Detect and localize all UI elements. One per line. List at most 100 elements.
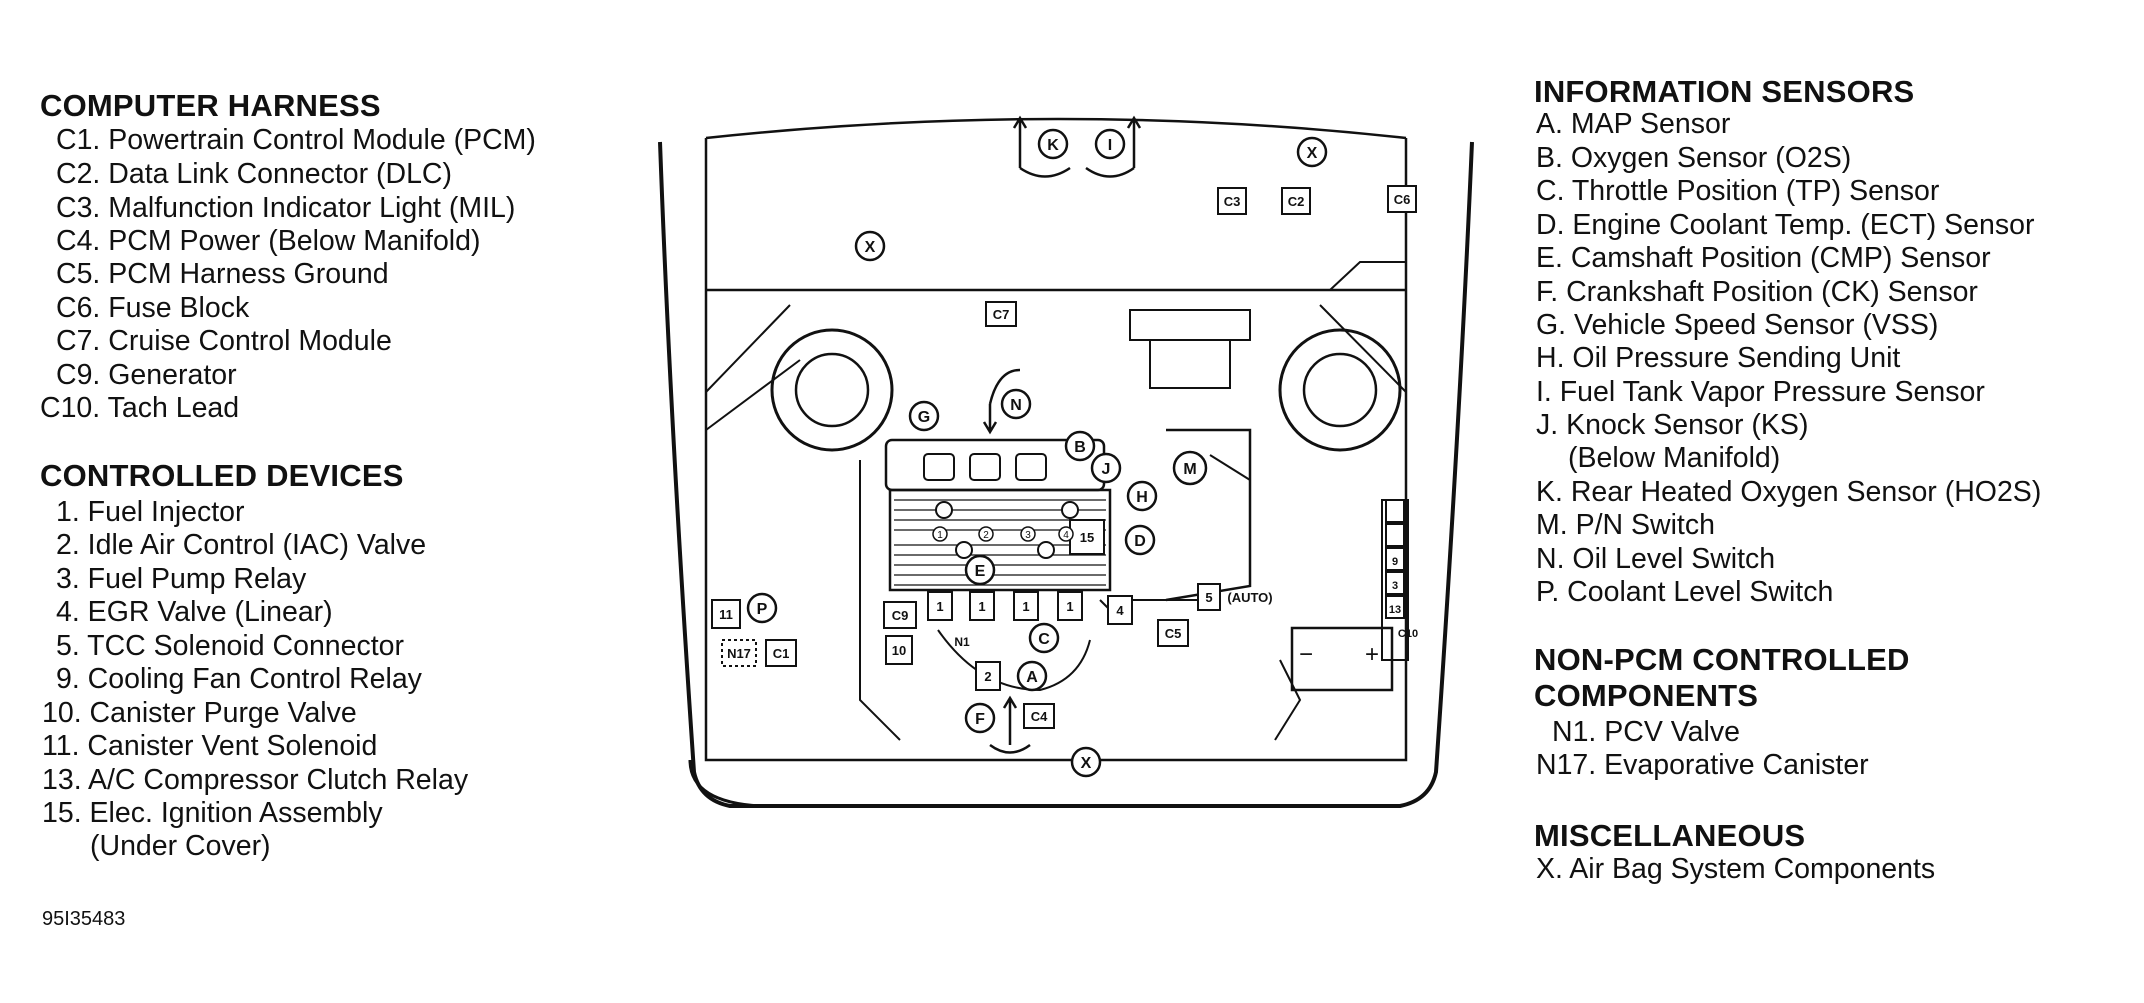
- figure-id: 95I35483: [42, 908, 126, 930]
- callout-e: [964, 554, 996, 586]
- legend-item-3: 3. Fuel Pump Relay: [56, 563, 307, 595]
- legend-item-c9: C9. Generator: [56, 359, 237, 391]
- legend-item-c4: C4. PCM Power (Below Manifold): [56, 225, 481, 257]
- callout-label-c: C: [1038, 631, 1050, 648]
- box-label-c1: C1: [773, 646, 790, 661]
- callout-label-a: A: [1026, 669, 1038, 686]
- callout-d: [1124, 524, 1156, 556]
- battery-minus: −: [1299, 641, 1313, 668]
- callout-j: [1090, 452, 1122, 484]
- box-label-c6: C6: [1394, 192, 1411, 207]
- callout-label-b: B: [1074, 439, 1086, 456]
- legend-item-2: 2. Idle Air Control (IAC) Valve: [56, 529, 427, 561]
- legend-item-h: H. Oil Pressure Sending Unit: [1536, 342, 1901, 374]
- controlled-devices-heading: CONTROLLED DEVICES: [40, 458, 404, 493]
- legend-item-a: A. MAP Sensor: [1536, 108, 1731, 140]
- vehicle-outline: [658, 141, 1474, 808]
- box-label-n1: N1: [954, 635, 970, 649]
- component-boxes: [711, 185, 1417, 729]
- air-intake: [1129, 309, 1251, 341]
- cowl: [705, 117, 1407, 140]
- box-label-2: 2: [984, 669, 991, 684]
- legend-item-5: 5. TCC Solenoid Connector: [56, 630, 404, 662]
- callout-label-x2: X: [865, 239, 876, 256]
- legend-item-n: N. Oil Level Switch: [1536, 543, 1776, 575]
- legend-item-n1: N1. PCV Valve: [1552, 716, 1740, 748]
- box-label-c10: C10: [1398, 628, 1418, 640]
- callout-label-x3: X: [1081, 755, 1092, 772]
- callout-label-i: I: [1108, 137, 1112, 154]
- box-label-c5: C5: [1165, 626, 1182, 641]
- box-c5: [1157, 619, 1189, 647]
- box-label-c4: C4: [1031, 709, 1048, 724]
- legend-item-g: G. Vehicle Speed Sensor (VSS): [1536, 309, 1939, 341]
- box-label-auto: (AUTO): [1227, 590, 1272, 605]
- box-c3: [1217, 187, 1247, 215]
- box-10: [885, 635, 913, 665]
- box-label-n17: N17: [727, 646, 751, 661]
- legend-item-j-note: (Below Manifold): [1568, 442, 1781, 474]
- box-11: [711, 599, 741, 629]
- box-2: [975, 661, 1001, 691]
- callout-k: [1037, 128, 1069, 160]
- box-c7: [985, 301, 1017, 327]
- box-n17: [721, 639, 757, 667]
- box-c2: [1281, 187, 1311, 215]
- box-label-4: 4: [1116, 603, 1124, 618]
- callout-label-d: D: [1134, 533, 1146, 550]
- box-label-1d: 1: [1066, 599, 1073, 614]
- left-strut-tower: [770, 328, 894, 452]
- callout-label-f: F: [975, 711, 985, 728]
- legend-item-9: 9. Cooling Fan Control Relay: [56, 663, 422, 695]
- callout-label-j: J: [1102, 461, 1111, 478]
- callout-label-x1: X: [1307, 145, 1318, 162]
- cyl-label-1: 1: [937, 530, 943, 541]
- front-bumper: [688, 759, 761, 808]
- legend-item-x: X. Air Bag System Components: [1536, 853, 1936, 885]
- legend-item-m: M. P/N Switch: [1536, 509, 1715, 541]
- callout-label-g: G: [918, 409, 930, 426]
- box-label-13: 13: [1389, 604, 1401, 616]
- box-1a: [927, 591, 953, 621]
- callout-label-m: M: [1183, 461, 1196, 478]
- callout-n: [1000, 388, 1032, 420]
- box-label-c3: C3: [1224, 194, 1241, 209]
- legend-item-i: I. Fuel Tank Vapor Pressure Sensor: [1536, 376, 1985, 408]
- callout-h: [1126, 480, 1158, 512]
- callout-x-left: [854, 230, 886, 262]
- legend-item-n17: N17. Evaporative Canister: [1536, 749, 1869, 781]
- callout-label-e: E: [975, 563, 986, 580]
- computer-harness-heading: COMPUTER HARNESS: [40, 88, 381, 123]
- box-label-1b: 1: [978, 599, 985, 614]
- box-label-10: 10: [892, 643, 906, 658]
- non-pcm-heading-line2: COMPONENTS: [1534, 678, 1759, 713]
- legend-item-1: 1. Fuel Injector: [56, 496, 245, 528]
- legend-item-d: D. Engine Coolant Temp. (ECT) Sensor: [1536, 209, 2035, 241]
- legend-item-15: 15. Elec. Ignition Assembly: [42, 797, 383, 829]
- callout-circles: [746, 128, 1328, 778]
- callout-x-top: [1296, 136, 1328, 168]
- legend-item-k: K. Rear Heated Oxygen Sensor (HO2S): [1536, 476, 2042, 508]
- callout-g: [908, 400, 940, 432]
- information-sensors-heading: INFORMATION SENSORS: [1534, 74, 1915, 109]
- box-1b: [969, 591, 995, 621]
- legend-item-c6: C6. Fuse Block: [56, 292, 250, 324]
- legend-item-c10: C10. Tach Lead: [40, 392, 240, 424]
- box-c6: [1387, 185, 1417, 213]
- legend-item-e: E. Camshaft Position (CMP) Sensor: [1536, 242, 1991, 274]
- callout-label-n: N: [1010, 397, 1022, 414]
- legend-item-c5: C5. PCM Harness Ground: [56, 258, 389, 290]
- legend-item-b: B. Oxygen Sensor (O2S): [1536, 142, 1852, 174]
- right-strut-tower: [1278, 328, 1402, 452]
- callout-i: [1094, 128, 1126, 160]
- compartment-frame: [704, 138, 1408, 762]
- box-label-11: 11: [719, 607, 733, 622]
- callout-label-k: K: [1047, 137, 1059, 154]
- legend-item-c2: C2. Data Link Connector (DLC): [56, 158, 452, 190]
- box-4: [1107, 595, 1133, 625]
- legend-item-p: P. Coolant Level Switch: [1536, 576, 1834, 608]
- legend-item-11: 11. Canister Vent Solenoid: [42, 730, 378, 762]
- legend-item-4: 4. EGR Valve (Linear): [56, 596, 333, 628]
- callout-b: [1064, 430, 1096, 462]
